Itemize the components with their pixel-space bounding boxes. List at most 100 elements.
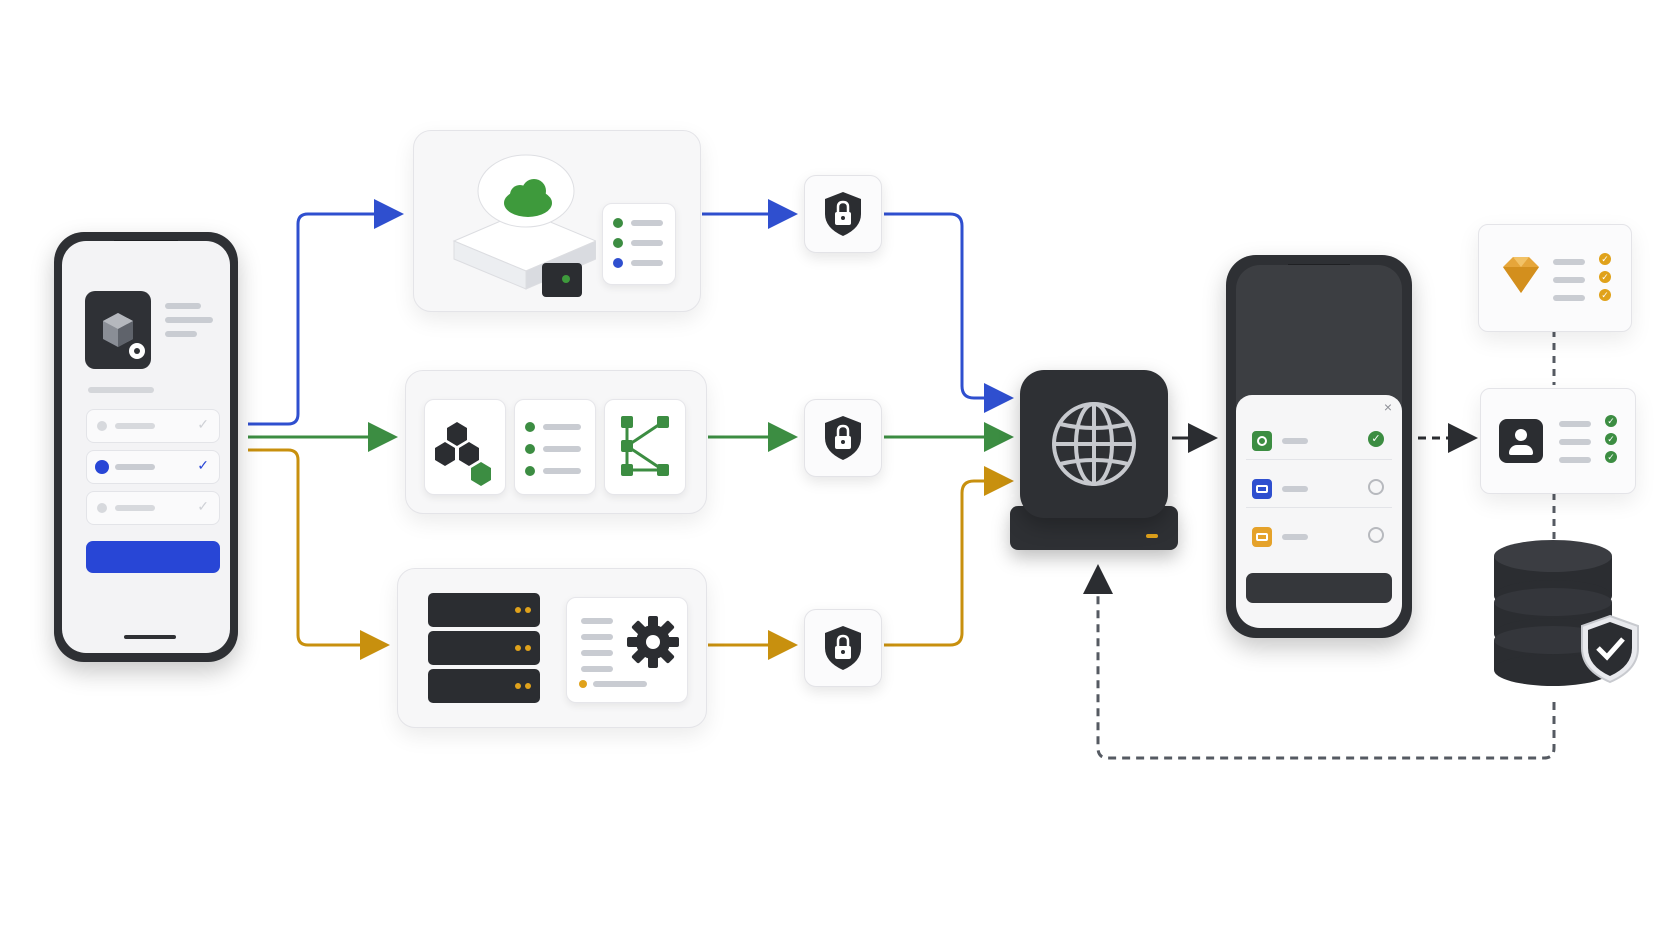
cube-gear-icon xyxy=(85,291,151,369)
profile-line-3 xyxy=(165,331,197,337)
detail-line xyxy=(1553,277,1585,283)
status-led xyxy=(1146,534,1158,538)
checked-icon: ✓ xyxy=(1368,431,1384,447)
status-line xyxy=(631,260,663,266)
orange-box-icon xyxy=(1252,527,1272,547)
gear-icon xyxy=(627,616,679,668)
blue-card-icon xyxy=(1252,479,1272,499)
selected-radio-icon xyxy=(95,460,109,474)
graph-nodes-icon xyxy=(621,416,669,476)
gateway-device xyxy=(1020,370,1168,518)
client-phone-screen: ✓ ✓ ✓ xyxy=(62,241,230,653)
gold-check-icon: ✓ xyxy=(1599,271,1611,283)
list-line xyxy=(543,446,581,452)
radio-empty-icon xyxy=(1368,527,1384,543)
user-icon xyxy=(1499,419,1543,463)
check-icon: ✓ xyxy=(197,416,209,432)
check-icon: ✓ xyxy=(197,457,209,473)
list-line xyxy=(543,468,581,474)
list-dot xyxy=(525,422,535,432)
status-line xyxy=(631,240,663,246)
list-item-1[interactable]: ✓ xyxy=(86,409,220,443)
network-card xyxy=(405,370,707,514)
detail-line xyxy=(1553,259,1585,265)
green-check-icon: ✓ xyxy=(1605,451,1617,463)
list-dot xyxy=(525,444,535,454)
hexagon-cluster-icon xyxy=(435,422,491,486)
option-line xyxy=(1282,438,1308,444)
database-shield-icon xyxy=(1494,540,1639,686)
lock-shield-icon xyxy=(825,626,861,670)
lock-shield-icon xyxy=(825,192,861,236)
radio-empty-icon xyxy=(1368,479,1384,495)
hexagon-cluster-tile xyxy=(424,399,506,495)
diamond-card: ✓ ✓ ✓ xyxy=(1478,224,1632,332)
server-config-tile xyxy=(566,597,688,703)
client-phone: ✓ ✓ ✓ xyxy=(54,232,238,662)
connector-phone-server xyxy=(248,448,390,660)
lock-box-blue xyxy=(804,175,882,253)
item-line xyxy=(115,505,155,511)
status-dot-blue xyxy=(613,258,623,268)
lock-shield-icon xyxy=(825,416,861,460)
profile-line-1 xyxy=(165,303,201,309)
server-card xyxy=(397,568,707,728)
option-line xyxy=(1282,486,1308,492)
list-item-2-selected[interactable]: ✓ xyxy=(86,450,220,484)
list-tile xyxy=(514,399,596,495)
gold-check-icon: ✓ xyxy=(1599,289,1611,301)
radio-icon xyxy=(97,503,107,513)
auth-sheet: × ✓ xyxy=(1236,395,1402,628)
option-row-2[interactable] xyxy=(1246,469,1392,508)
diamond-icon xyxy=(1503,257,1539,293)
green-check-icon: ✓ xyxy=(1605,415,1617,427)
connector-lock-gateway-blue xyxy=(884,212,1014,413)
config-line xyxy=(593,681,647,687)
option-line xyxy=(1282,534,1308,540)
detail-line xyxy=(1559,457,1591,463)
option-row-3[interactable] xyxy=(1246,517,1392,555)
section-line xyxy=(88,387,154,393)
option-row-1[interactable]: ✓ xyxy=(1246,421,1392,460)
radio-icon xyxy=(97,421,107,431)
config-line xyxy=(581,618,613,624)
detail-line xyxy=(1559,439,1591,445)
list-line xyxy=(543,424,581,430)
graph-tile xyxy=(604,399,686,495)
status-dot-green xyxy=(613,238,623,248)
detail-line xyxy=(1553,295,1585,301)
status-line xyxy=(631,220,663,226)
list-item-3[interactable]: ✓ xyxy=(86,491,220,525)
detail-line xyxy=(1559,421,1591,427)
home-indicator xyxy=(124,635,176,639)
result-phone-screen: × ✓ xyxy=(1236,265,1402,628)
list-dot xyxy=(525,466,535,476)
item-line xyxy=(115,464,155,470)
server-rack-icon xyxy=(428,593,540,703)
globe-icon xyxy=(1052,402,1136,486)
cloud-card xyxy=(413,130,701,312)
config-line xyxy=(581,634,613,640)
gold-check-icon: ✓ xyxy=(1599,253,1611,265)
confirm-button[interactable] xyxy=(1246,573,1392,603)
close-icon[interactable]: × xyxy=(1383,399,1392,415)
lock-box-green xyxy=(804,399,882,477)
result-phone: × ✓ xyxy=(1226,255,1412,638)
status-dot-gold xyxy=(579,680,587,688)
cloud-status-list xyxy=(602,203,676,285)
connector-phone-cloud xyxy=(248,199,404,426)
green-check-icon: ✓ xyxy=(1605,433,1617,445)
primary-button[interactable] xyxy=(86,541,220,573)
lock-box-gold xyxy=(804,609,882,687)
status-dot-green xyxy=(613,218,623,228)
green-circle-icon xyxy=(1252,431,1272,451)
profile-line-2 xyxy=(165,317,213,323)
item-line xyxy=(115,423,155,429)
identity-card: ✓ ✓ ✓ xyxy=(1480,388,1636,494)
check-icon: ✓ xyxy=(197,498,209,514)
connector-database-gateway xyxy=(1083,564,1556,760)
cloud-server-icon xyxy=(436,141,598,301)
config-line xyxy=(581,666,613,672)
